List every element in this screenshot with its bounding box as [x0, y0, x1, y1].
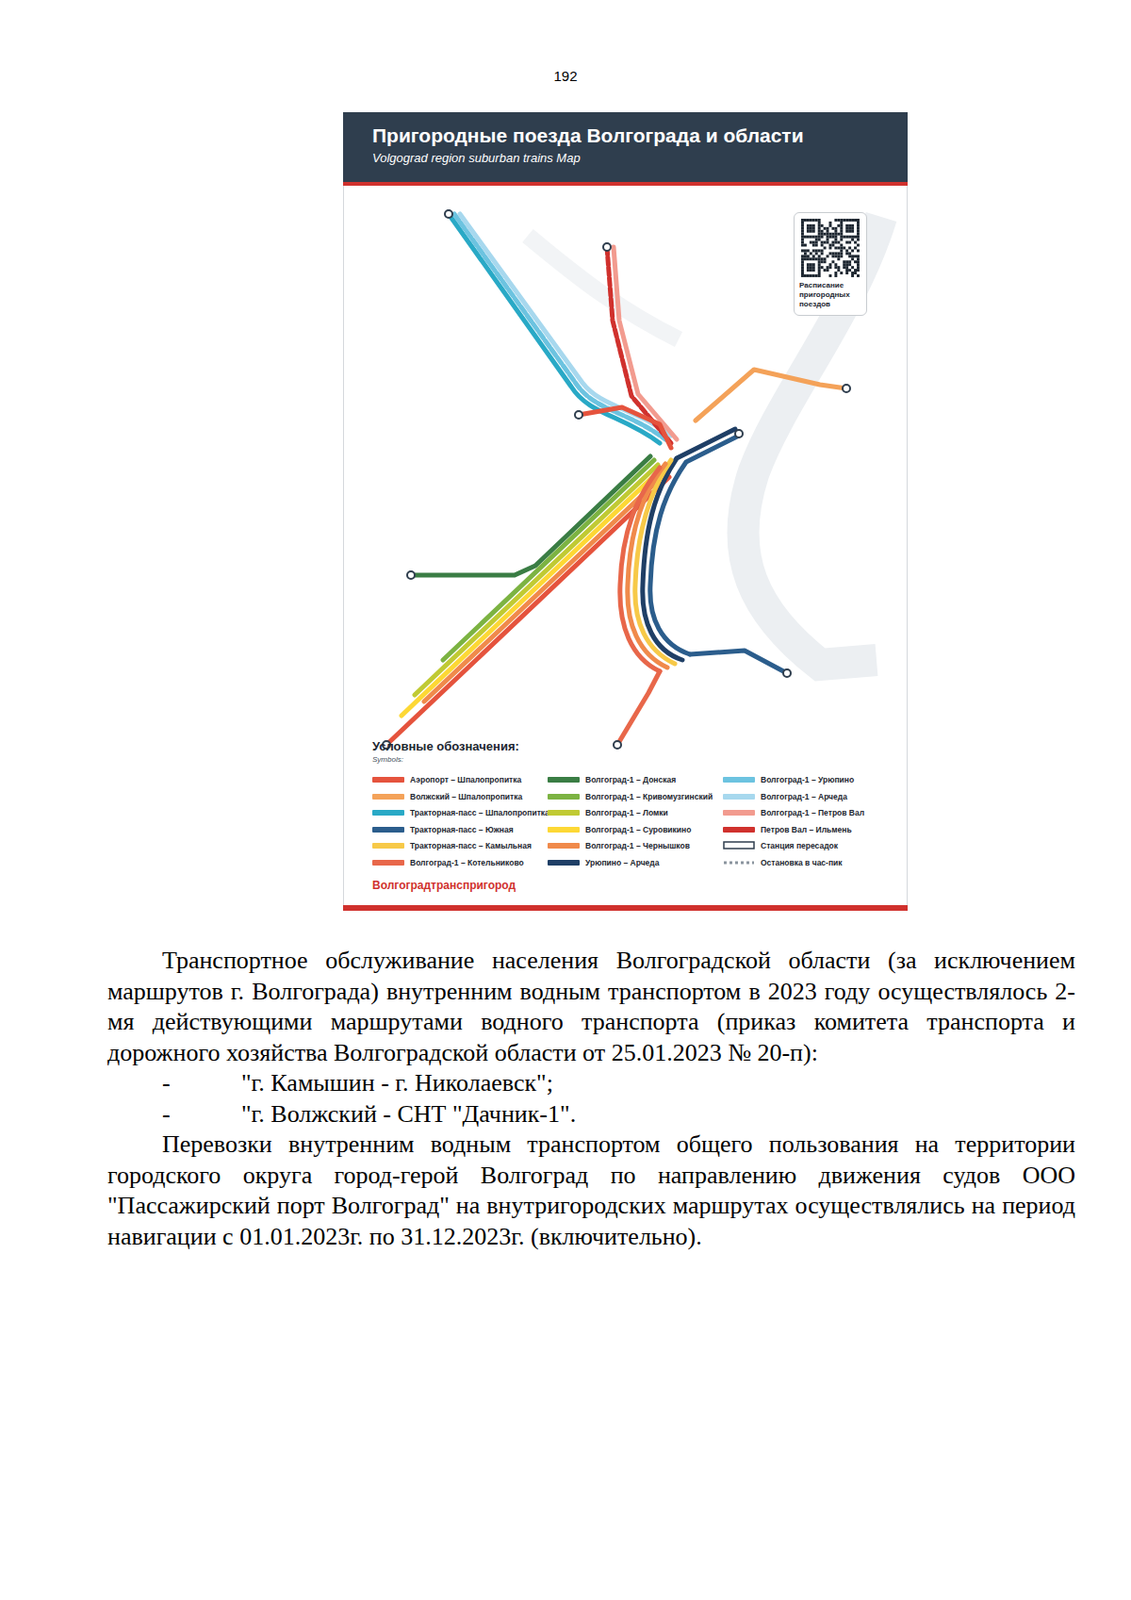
legend-text: Волгоград-1 – Урюпино: [760, 774, 854, 785]
list-dash: -: [162, 1098, 171, 1131]
legend-text: Волгоград-1 – Ломки: [585, 807, 669, 818]
legend-row: Тракторная-пасс – Камыльная: [372, 838, 544, 854]
legend-row: Волжский – Шпалопропитка: [372, 789, 544, 805]
legend-row: Тракторная-пасс – Южная: [372, 822, 544, 838]
legend-text: Тракторная-пасс – Южная: [409, 824, 514, 835]
legend-row: Волгоград-1 – Ломки: [547, 805, 720, 821]
legend-text: Аэропорт – Шпалопропитка: [409, 774, 522, 785]
legend-text: Волгоград-1 – Кривомузгинский: [585, 791, 713, 802]
legend-swatch: [547, 859, 580, 866]
legend-swatch: [547, 793, 580, 800]
legend-swatch: [722, 776, 755, 783]
legend-text: Урюпино – Арчеда: [585, 857, 659, 868]
map-title: Пригородные поезда Волгограда и области: [372, 124, 804, 148]
legend-row: Волгоград-1 – Урюпино: [722, 772, 895, 788]
list-text: "г. Волжский - СНТ "Дачник-1".: [241, 1098, 576, 1131]
qr-code: [801, 218, 860, 278]
legend-text: Волгоград-1 – Котельниково: [409, 857, 525, 868]
legend-text: Волгоград-1 – Донская: [585, 774, 676, 785]
legend-row: Волгоград-1 – Суровикино: [547, 822, 720, 838]
list-item: - "г. Волжский - СНТ "Дачник-1".: [107, 1098, 1076, 1131]
legend-text: Волгоград-1 – Арчеда: [760, 791, 848, 802]
legend-text: Волгоград-1 – Петров Вал: [760, 807, 865, 818]
legend-text: Станция пересадок: [760, 840, 838, 851]
label-text: 192: [0, 67, 1131, 84]
legend-row: Урюпино – Арчеда: [547, 855, 720, 871]
legend-swatch: [372, 776, 405, 783]
legend-row: Волгоград-1 – Кривомузгинский: [547, 789, 720, 805]
legend-row: Петров Вал – Ильмень: [722, 822, 895, 838]
legend-text: Волжский – Шпалопропитка: [409, 791, 523, 802]
legend-swatch: [722, 826, 755, 833]
legend-swatch: [722, 793, 755, 800]
qr-caption: Расписание пригородных поездов: [799, 280, 862, 310]
legend-row: Остановка в час-пик: [722, 855, 895, 871]
legend-row: Тракторная-пасс – Шпалопропитка: [372, 805, 544, 821]
legend-swatch: [372, 826, 405, 833]
legend-swatch: [372, 793, 405, 800]
legend-row: Волгоград-1 – Донская: [547, 772, 720, 788]
legend-text: Тракторная-пасс – Камыльная: [409, 840, 532, 851]
legend-row: Волгоград-1 – Арчеда: [722, 789, 895, 805]
legend-row: Аэропорт – Шпалопропитка: [372, 772, 544, 788]
legend-text: Волгоград-1 – Чернышков: [585, 840, 690, 851]
list-dash: -: [162, 1067, 171, 1099]
legend-swatch: [547, 842, 580, 849]
body-text: Транспортное обслуживание населения Волг…: [107, 945, 1076, 1252]
list-item: - "г. Камышин - г. Николаевск";: [107, 1067, 1076, 1099]
legend-row: Волгоград-1 – Петров Вал: [722, 805, 895, 821]
paragraph: Транспортное обслуживание населения Волг…: [107, 945, 1076, 1068]
label-text: Волгоградтранспригород: [372, 878, 516, 892]
legend-swatch: [547, 826, 580, 833]
legend-sample: [722, 856, 755, 869]
legend-sample: [722, 839, 755, 852]
list-text: "г. Камышин - г. Николаевск";: [241, 1067, 554, 1099]
legend-swatch: [372, 859, 405, 866]
legend-text: Остановка в час-пик: [760, 857, 843, 868]
paragraph: Перевозки внутренним водным транспортом …: [107, 1129, 1076, 1252]
legend-text: Петров Вал – Ильмень: [760, 824, 853, 835]
legend-swatch: [722, 809, 755, 816]
legend-row: Станция пересадок: [722, 838, 895, 854]
legend-swatch: [547, 776, 580, 783]
legend-text: Тракторная-пасс – Шпалопропитка: [409, 807, 550, 818]
label-text: Volgograd region suburban trains Map: [372, 150, 581, 165]
legend-swatch: [547, 809, 580, 816]
legend-row: Волгоград-1 – Котельниково: [372, 855, 544, 871]
legend-row: Волгоград-1 – Чернышков: [547, 838, 720, 854]
label-text: Условные обозначения:: [372, 738, 520, 754]
legend-text: Волгоград-1 – Суровикино: [585, 824, 691, 835]
legend-swatch: [372, 842, 405, 849]
label-text: Symbols:: [372, 754, 404, 764]
qr-box: Расписание пригородных поездов: [793, 212, 868, 316]
legend-swatch: [372, 809, 405, 816]
